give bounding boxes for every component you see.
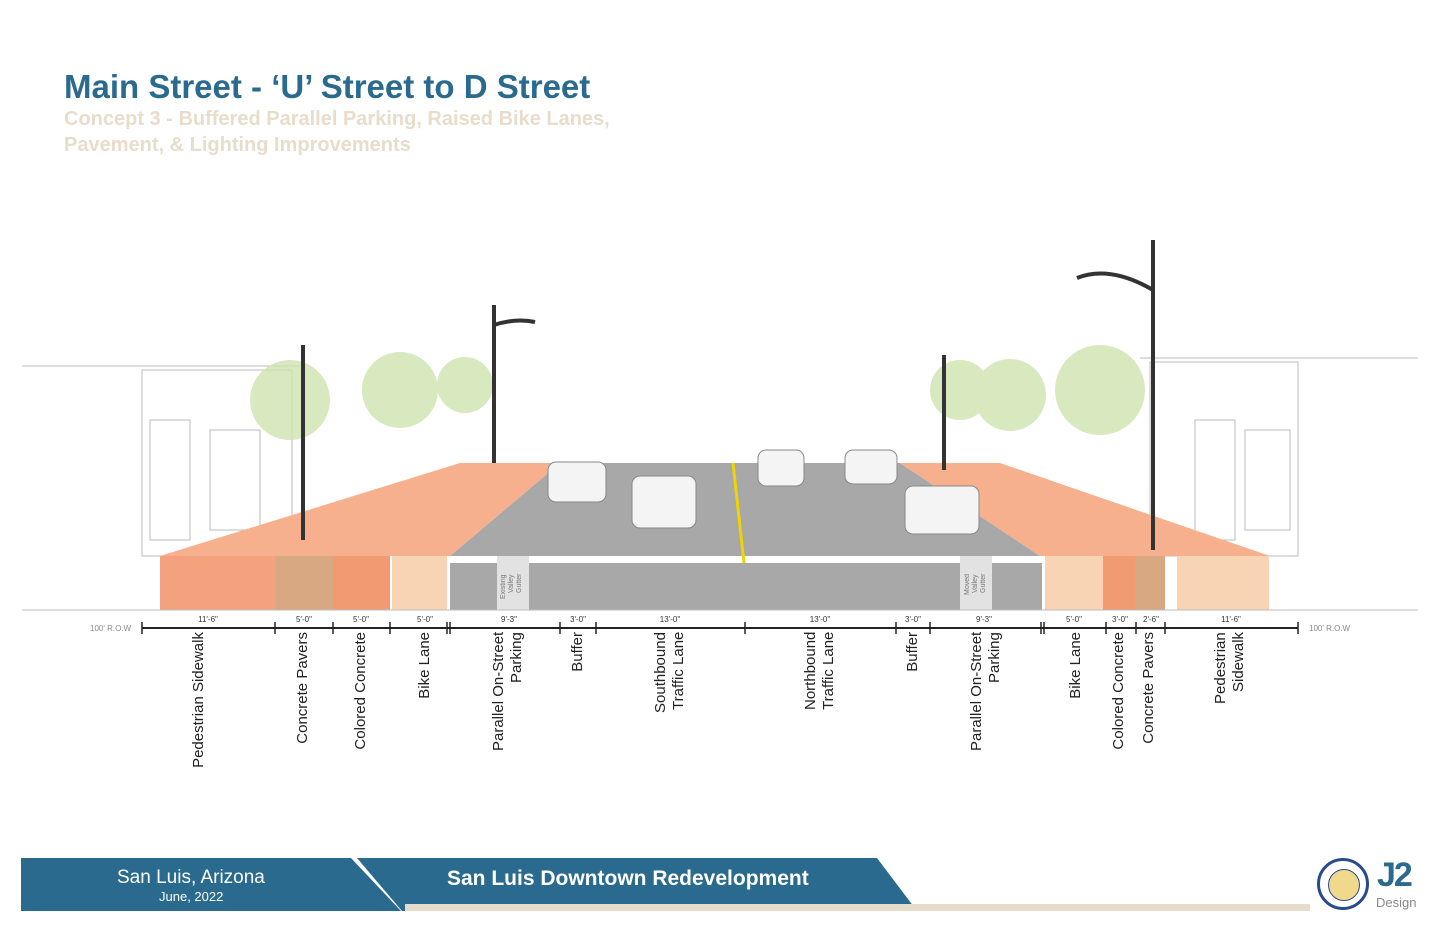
page-title: Main Street - ‘U’ Street to D Street — [64, 68, 591, 105]
segment-label: Pedestrian Sidewalk — [1212, 632, 1247, 704]
face-colored-concrete-left — [333, 556, 390, 610]
project-banner: San Luis Downtown Redevelopment — [357, 858, 917, 911]
dimension-label: 9'-3" — [976, 615, 992, 624]
footer-accent-bar — [405, 904, 1310, 911]
segment-label: Bike Lane — [1067, 632, 1084, 699]
row-label-right: 100' R.O.W — [1309, 624, 1351, 633]
face-road — [450, 563, 1042, 610]
segment-label: Parallel On-Street Parking — [968, 632, 1003, 752]
location-text: San Luis, Arizona — [117, 867, 265, 888]
dimension-label: 5'-0" — [1066, 615, 1082, 624]
left-sidewalk-top — [160, 463, 560, 556]
dimension-label: 13'-0" — [809, 615, 831, 624]
dimension-label: 11'-6" — [198, 615, 218, 624]
gutter-right-label: Moved Valley Gutter — [964, 574, 987, 596]
date-text: June, 2022 — [159, 889, 224, 904]
dimension-label: 5'-0" — [296, 615, 312, 624]
gutter-left-label: Existing Valley Gutter — [500, 574, 523, 599]
face-bike-lane-left — [392, 556, 447, 610]
dimension-label: 13'-0" — [659, 615, 681, 624]
face-bike-lane-right — [1045, 556, 1103, 610]
right-sidewalk-top — [900, 463, 1270, 556]
segment-label: Concrete Pavers — [1140, 632, 1157, 744]
segment-label: Buffer — [569, 632, 586, 672]
dimension-label: 3'-0" — [570, 615, 586, 624]
gutter-right — [960, 556, 992, 610]
dimension-label: 5'-0" — [417, 615, 433, 624]
j2-logo: J2 — [1377, 856, 1413, 894]
city-seal-logo — [1317, 858, 1369, 910]
project-name: San Luis Downtown Redevelopment — [447, 867, 809, 890]
gutter-left — [497, 556, 529, 610]
segment-label: Concrete Pavers — [294, 632, 311, 744]
dimension-line — [141, 622, 1299, 634]
trees — [250, 345, 1145, 440]
cars — [547, 449, 980, 535]
segment-label: Buffer — [904, 632, 921, 672]
face-sidewalk-right — [1177, 556, 1269, 610]
segment-label: Colored Concrete — [1110, 632, 1127, 750]
segment-label: Northbound Traffic Lane — [802, 632, 837, 711]
street-lights — [301, 240, 1155, 550]
dimension-label: 9'-3" — [501, 615, 517, 624]
dimension-label: 11'-6" — [1221, 615, 1241, 624]
page-subtitle: Concept 3 - Buffered Parallel Parking, R… — [64, 108, 610, 156]
dimension-label: 3'-0" — [1112, 615, 1128, 624]
face-sidewalk-left — [160, 556, 275, 610]
dimension-label: 5'-0" — [353, 615, 369, 624]
row-label-left: 100' R.O.W — [90, 624, 132, 633]
segment-label: Southbound Traffic Lane — [652, 632, 687, 713]
center-line — [731, 462, 746, 564]
segment-label: Pedestrian Sidewalk — [190, 632, 207, 768]
segment-label: Bike Lane — [416, 632, 433, 699]
dimension-label: 2'-6" — [1143, 615, 1159, 624]
face-colored-concrete-right — [1103, 556, 1135, 610]
j2-logo-design-text: Design — [1376, 895, 1417, 910]
face-pavers-right — [1135, 556, 1165, 610]
location-banner: San Luis, Arizona June, 2022 — [21, 858, 401, 911]
dimension-label: 3'-0" — [905, 615, 921, 624]
segment-label: Parallel On-Street Parking — [490, 632, 525, 752]
face-pavers-left — [275, 556, 333, 610]
segment-label: Colored Concrete — [352, 632, 369, 750]
